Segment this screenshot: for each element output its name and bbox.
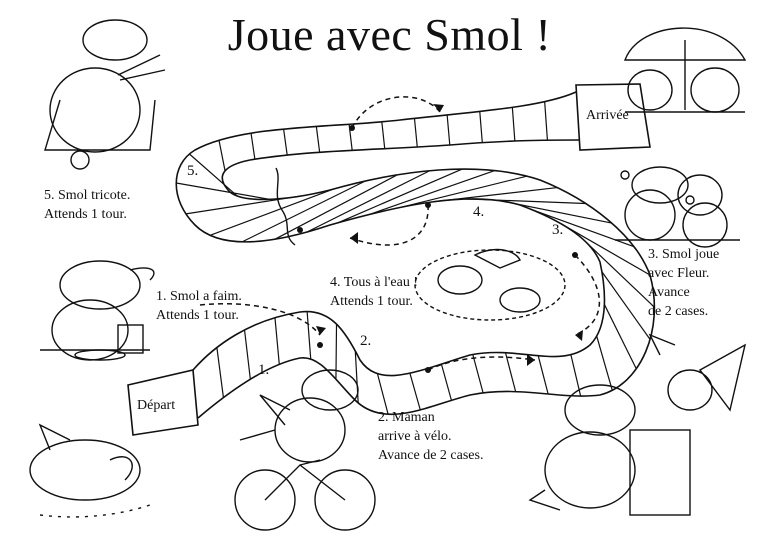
track-square-divider — [401, 175, 527, 208]
track-square-divider — [243, 329, 251, 380]
track-square-divider — [209, 188, 334, 236]
dashed-arrows — [199, 96, 601, 371]
dashed-arrow-4 — [349, 204, 429, 246]
track-square-divider — [283, 128, 288, 156]
track-outer-edge — [175, 91, 606, 377]
dragon-sleeping-icon — [29, 423, 151, 518]
track-square-divider — [586, 242, 655, 308]
start-label: Départ — [137, 398, 176, 413]
track-square-divider — [544, 101, 549, 141]
track-square-divider — [560, 223, 651, 276]
track-square-divider — [337, 168, 463, 224]
track-dots — [297, 125, 578, 373]
dashed-arrow-5 — [351, 96, 441, 129]
water-line — [275, 167, 296, 246]
track-square-divider — [315, 126, 321, 153]
square-number-4: 4. — [473, 204, 485, 220]
track-square-divider — [531, 208, 635, 248]
track-square-divider — [189, 153, 238, 197]
track-square-divider — [601, 271, 651, 340]
start-box[interactable] — [127, 369, 199, 436]
track-square-divider — [440, 363, 453, 401]
instruction-4: 4. Tous à l'eau ! Attends 1 tour. — [330, 275, 418, 309]
track-square-divider — [479, 111, 483, 143]
track-square-divider — [603, 304, 637, 369]
track-square-divider — [274, 317, 280, 365]
track-square-divider — [499, 200, 612, 224]
dragons-under-umbrella-icon — [623, 27, 747, 113]
dragon-eating-icon — [40, 260, 155, 361]
track-square-divider — [381, 121, 386, 149]
square-number-5: 5. — [187, 163, 199, 179]
square-number-2: 2. — [360, 333, 372, 349]
track-square-divider — [306, 311, 312, 360]
game-track — [127, 83, 656, 436]
track-square-divider — [413, 118, 418, 148]
track-square-divider — [369, 170, 495, 215]
track-square-divider — [570, 354, 582, 397]
dragon-with-fairy-icon — [528, 333, 747, 516]
track-square-divider — [409, 373, 421, 411]
track-square-divider — [537, 355, 549, 395]
page-title: Joue avec Smol ! — [227, 9, 552, 60]
track-square-divider — [216, 347, 225, 398]
track-square-divider — [185, 195, 302, 215]
end-label: Arrivée — [586, 108, 629, 123]
dragon-on-bicycle-icon — [234, 369, 376, 531]
track-square-divider — [446, 114, 451, 146]
instruction-5: 5. Smol tricote. Attends 1 tour. — [44, 188, 131, 222]
arrow-heads — [316, 104, 583, 366]
track-square-divider — [241, 180, 366, 243]
instruction-3: 3. Smol joue avec Fleur. Avance de 2 cas… — [648, 247, 720, 319]
track-square-divider — [472, 354, 484, 394]
track-square-divider — [434, 186, 558, 203]
instruction-1: 1. Smol a faim. Attends 1 tour. — [156, 289, 242, 323]
track-square-divider — [306, 170, 430, 233]
track-square-divider — [596, 335, 613, 391]
dashed-arrow-2 — [427, 356, 536, 371]
instruction-2: 2. Maman arrive à vélo. Avance de 2 case… — [378, 410, 484, 463]
track-square-divider — [176, 182, 270, 200]
track-square-divider — [274, 174, 398, 240]
dragons-playing-flowers-icon — [615, 166, 740, 248]
square-number-1: 1. — [258, 362, 270, 378]
track-square-divider — [467, 198, 586, 205]
track-square-divider — [504, 352, 517, 392]
track-square-divider — [218, 140, 226, 171]
dragon-knitting-icon — [44, 19, 166, 170]
track-square-divider — [511, 107, 516, 142]
dashed-arrow-3 — [574, 254, 601, 336]
end-box[interactable] — [575, 83, 651, 151]
track-square-divider — [250, 133, 256, 160]
track-square-divider — [376, 373, 389, 415]
dragons-swimming-icon — [414, 248, 566, 321]
square-number-3: 3. — [552, 222, 564, 238]
